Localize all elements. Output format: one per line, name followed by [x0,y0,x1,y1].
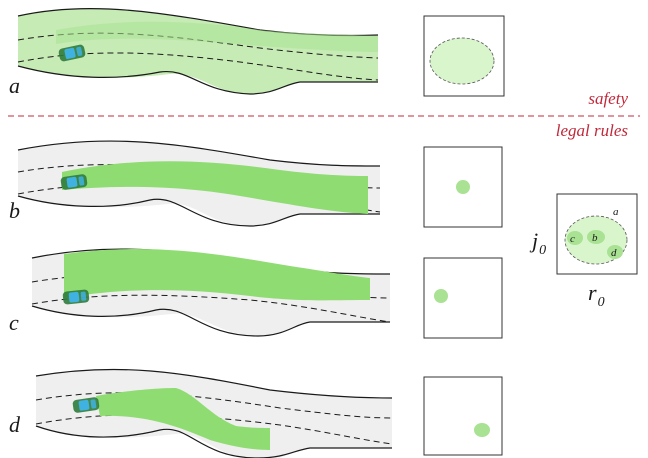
row-b-set-panel [423,146,503,228]
region-label-b: b [592,232,598,244]
safety-legal-divider: safety legal rules [8,89,640,140]
row-c-set-panel [423,257,503,339]
lane-marking [35,392,393,419]
drivable-area [56,21,378,52]
y-axis-label: j0 [529,228,546,258]
safe-set-region [429,37,495,85]
drivable-area [96,388,270,450]
region-label-c: c [570,233,575,245]
region-d-spot [607,245,623,259]
row-c-scene: c [9,248,391,337]
legal-set-region [434,289,448,303]
road-edge-bottom [17,195,380,227]
row-a-scene: a [9,7,379,98]
row-a-set-panel [423,15,505,97]
region-label-d: d [611,247,617,259]
safety-label: safety [588,89,628,108]
road-edge-bottom [31,305,390,337]
x-axis-label: r0 [588,280,605,310]
combined-set-panel: a c b d j0 r0 [529,193,638,310]
region-b-spot [587,230,605,244]
road-edge-bottom [35,425,392,458]
row-label: a [9,73,20,98]
legal-set-region [474,423,490,437]
row-d-scene: d [9,368,393,458]
ego-vehicle-icon [62,289,90,305]
lane-marking [31,294,391,323]
region-c-spot [567,231,583,245]
row-label: d [9,412,21,437]
row-b-scene: b [9,140,381,227]
set-panel-frame [423,376,503,456]
row-label: c [9,310,19,335]
drivable-area [62,161,368,214]
drivable-area [64,249,370,301]
road-edge-top [17,140,381,167]
row-label: b [9,198,20,223]
legal-set-region [456,180,470,194]
road-edge-top [35,368,393,399]
legal-rules-label: legal rules [556,121,629,140]
region-label-a: a [613,206,619,218]
road-edge-bottom [17,65,378,95]
lane-marking [35,414,393,445]
row-d-set-panel [423,376,503,456]
lane-marking [17,164,381,189]
